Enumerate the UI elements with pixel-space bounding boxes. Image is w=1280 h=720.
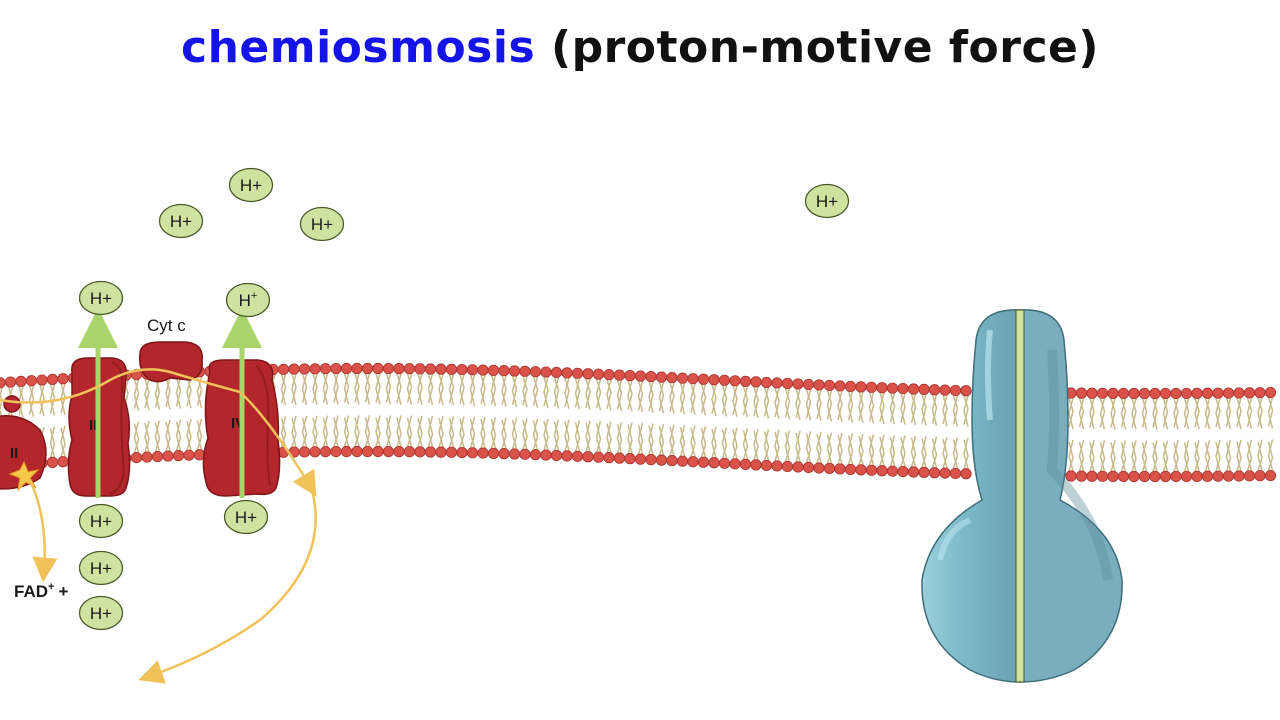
membrane-bilayer <box>0 362 1277 483</box>
proton-label: H+ <box>90 604 112 623</box>
proton-h-plus: H+ <box>78 503 124 539</box>
proton-label: H+ <box>240 176 262 195</box>
protons: H+ H+ H+ H+ H+ H+ H+ H+ H+ H+ <box>78 167 850 631</box>
proton-h-plus: H+ <box>804 183 850 219</box>
proton-h-plus: H+ <box>78 550 124 586</box>
title-keyword: chemiosmosis <box>181 22 536 73</box>
proton-h-plus: H+ <box>78 595 124 631</box>
proton-h-plus: H+ <box>228 167 274 203</box>
atp-synthase <box>921 309 1123 683</box>
proton-label: H+ <box>311 215 333 234</box>
proton-label: H+ <box>239 290 258 310</box>
electron-transport-path <box>0 368 317 684</box>
fad-label: FAD++ <box>14 581 68 601</box>
membrane-heads <box>0 362 1277 483</box>
proton-label: H+ <box>816 192 838 211</box>
proton-label: H+ <box>170 212 192 231</box>
complex-ii-label: II <box>10 445 18 462</box>
proton-label: H+ <box>90 559 112 578</box>
atp-synthase-channel <box>1015 309 1025 683</box>
complex-ii: II <box>0 395 47 492</box>
proton-h-plus: H+ <box>78 280 124 316</box>
proton-h-plus: H+ <box>223 499 269 535</box>
proton-h-plus: H+ <box>299 206 345 242</box>
cyt-c-label: Cyt c <box>147 316 186 335</box>
cytochrome-c: Cyt c <box>138 316 203 383</box>
page-title: chemiosmosis (proton-motive force) <box>0 22 1280 73</box>
proton-label: H+ <box>90 289 112 308</box>
proton-label: H+ <box>235 508 257 527</box>
proton-h-plus: H+ <box>158 203 204 239</box>
proton-label: H+ <box>90 512 112 531</box>
title-subtitle: (proton-motive force) <box>535 22 1099 73</box>
proton-h-plus: H+ <box>225 282 271 318</box>
fad-text: FAD++ <box>14 581 68 601</box>
